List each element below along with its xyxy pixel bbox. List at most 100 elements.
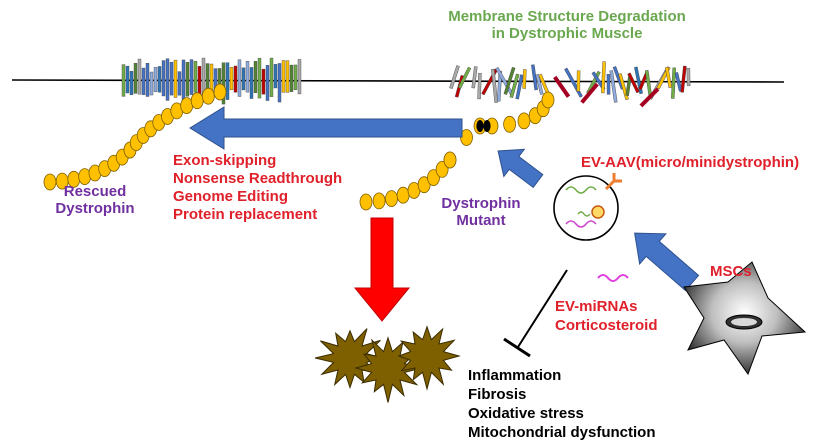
membrane-protein-bar bbox=[281, 60, 286, 93]
membrane-protein-bar bbox=[503, 66, 516, 95]
membrane-protein-bar bbox=[189, 59, 194, 95]
ev-aav-arrow bbox=[497, 148, 544, 189]
ev-aav-label: EV-AAV(micro/minidystrophin) bbox=[581, 154, 800, 171]
membrane-protein-bar bbox=[133, 62, 138, 94]
membrane-protein-bar bbox=[221, 62, 226, 105]
membrane-protein-bar bbox=[141, 67, 146, 95]
membrane-protein-bar bbox=[269, 57, 274, 97]
membrane-protein-bar bbox=[644, 70, 653, 97]
membrane-protein-bar bbox=[245, 61, 250, 93]
mutation-site-marker bbox=[476, 120, 491, 132]
dystrophin-bead bbox=[385, 190, 398, 208]
membrane-protein-bar bbox=[121, 64, 126, 97]
membrane-protein-bar bbox=[177, 71, 182, 96]
rescued-label-line-1: Rescued bbox=[63, 183, 127, 200]
rescued-dystrophin-label: Rescued Dystrophin bbox=[40, 183, 150, 217]
membrane-protein-bar bbox=[627, 72, 640, 94]
outcome-item: Mitochondrial dysfunction bbox=[468, 424, 656, 441]
outcome-item: Fibrosis bbox=[468, 386, 527, 403]
membrane-protein-bar bbox=[576, 70, 581, 92]
membrane-protein-bar bbox=[509, 73, 520, 99]
mutant-label-line-2: Mutant bbox=[456, 211, 506, 229]
membrane-protein-bar bbox=[515, 74, 524, 100]
dystrophin-bead bbox=[201, 87, 215, 105]
vesicle-rna-green bbox=[565, 186, 597, 194]
membrane-protein-bar bbox=[185, 61, 190, 97]
vesicle-rna-purple bbox=[565, 220, 597, 228]
outcome-item: Oxidative stress bbox=[468, 405, 584, 422]
rescue-arrow bbox=[189, 106, 463, 150]
membrane-protein-bar bbox=[477, 72, 482, 100]
dystrophin-bead bbox=[213, 83, 227, 101]
dystrophin-bead bbox=[517, 112, 531, 130]
membrane-protein-bar bbox=[257, 57, 262, 99]
dystrophin-bead bbox=[503, 115, 517, 133]
damaged-fiber-icon bbox=[397, 325, 461, 391]
rescued-label-line-2: Dystrophin bbox=[55, 199, 135, 217]
membrane-protein-bar bbox=[261, 68, 266, 95]
dystrophin-bead bbox=[359, 193, 373, 211]
title-line-2: in Dystrophic Muscle bbox=[491, 24, 643, 42]
dystrophin-bead bbox=[372, 192, 386, 210]
membrane-proteins-intact bbox=[121, 57, 302, 105]
membrane-protein-bar bbox=[225, 62, 230, 100]
membrane-protein-bar bbox=[680, 65, 687, 93]
membrane-protein-bar bbox=[664, 66, 673, 89]
membrane-protein-bar bbox=[125, 65, 130, 94]
pathology-outcomes-list: Inflammation Fibrosis Oxidative stress M… bbox=[468, 366, 656, 442]
ev-mirnas-text: EV-miRNAs bbox=[555, 298, 638, 315]
membrane-protein-bar bbox=[193, 61, 198, 93]
membrane-protein-bar bbox=[273, 64, 278, 89]
membrane-protein-bar bbox=[457, 66, 472, 89]
damaged-muscle-fibers bbox=[314, 325, 461, 403]
membrane-protein-bar bbox=[229, 67, 234, 91]
membrane-protein-bar bbox=[553, 75, 571, 98]
extracellular-vesicle bbox=[553, 173, 622, 241]
msc-secretion-arrow bbox=[634, 232, 700, 292]
therapy-item: Genome Editing bbox=[173, 188, 289, 205]
membrane-protein-bar bbox=[580, 82, 599, 104]
membrane-protein-bar bbox=[129, 71, 134, 96]
membrane-protein-bar bbox=[165, 58, 170, 101]
dystrophin-bead bbox=[396, 186, 410, 204]
membrane-protein-bar bbox=[639, 87, 660, 108]
msc-cell-icon bbox=[683, 261, 807, 376]
diagram-title: Membrane Structure Degradation in Dystro… bbox=[430, 8, 704, 42]
membrane-protein-bar bbox=[471, 66, 478, 89]
membrane-protein-bar bbox=[157, 66, 162, 93]
membrane-protein-bar bbox=[531, 64, 538, 91]
ev-mirna-label: EV-miRNAs Corticosteroid bbox=[555, 297, 658, 335]
membrane-protein-bar bbox=[491, 68, 498, 103]
mscs-label: MSCs bbox=[710, 263, 752, 280]
membrane-protein-bar bbox=[149, 71, 154, 96]
therapy-item: Protein replacement bbox=[173, 206, 318, 223]
membrane-protein-bar bbox=[153, 67, 158, 92]
vesicle-rna-green-2 bbox=[577, 211, 591, 217]
membrane-protein-bar bbox=[297, 59, 302, 95]
dystrophin-bead bbox=[541, 91, 555, 109]
membrane-protein-bar bbox=[137, 58, 142, 95]
therapy-list: Exon-skipping Nonsense Readthrough Genom… bbox=[173, 152, 342, 224]
mutant-label-line-1: Dystrophin bbox=[441, 195, 521, 212]
mutant-dystrophin-chain bbox=[359, 91, 555, 211]
membrane-protein-bar bbox=[293, 64, 298, 90]
membrane-protein-bar bbox=[249, 67, 254, 99]
rescued-dystrophin-chain bbox=[43, 83, 227, 191]
membrane-protein-bar bbox=[265, 65, 270, 101]
membrane-protein-bar bbox=[197, 66, 202, 97]
free-mirna-icon bbox=[597, 274, 629, 282]
dystrophin-bead bbox=[443, 151, 457, 169]
membrane-protein-bar bbox=[535, 73, 544, 95]
membrane-protein-bar bbox=[181, 59, 186, 100]
membrane-protein-bar bbox=[449, 65, 460, 89]
corticosteroid-text: Corticosteroid bbox=[555, 317, 658, 334]
membrane-protein-bar bbox=[233, 65, 238, 93]
dystrophin-mutant-label: Dystrophin Mutant bbox=[426, 195, 536, 229]
membrane-protein-bar bbox=[169, 61, 174, 96]
membrane-protein-bar bbox=[671, 67, 676, 99]
outcome-item: Inflammation bbox=[468, 367, 562, 384]
membrane-protein-bar bbox=[277, 63, 282, 103]
membrane-protein-bar bbox=[609, 70, 618, 103]
